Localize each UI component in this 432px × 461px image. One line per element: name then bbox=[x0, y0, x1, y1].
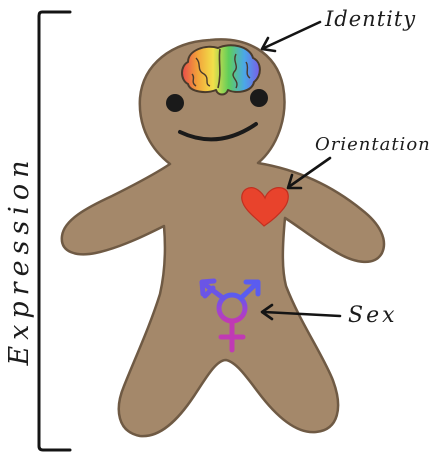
right-eye bbox=[250, 89, 268, 107]
rainbow-brain-icon bbox=[182, 45, 260, 94]
identity-arrow bbox=[264, 22, 320, 48]
sex-label: Sex bbox=[348, 303, 398, 328]
orientation-label: Orientation bbox=[315, 134, 431, 155]
expression-label: Expression bbox=[4, 154, 35, 366]
gingerbread-body bbox=[62, 39, 384, 436]
left-eye bbox=[166, 94, 184, 112]
identity-annotation: Identity bbox=[262, 7, 416, 51]
identity-label: Identity bbox=[324, 7, 416, 31]
